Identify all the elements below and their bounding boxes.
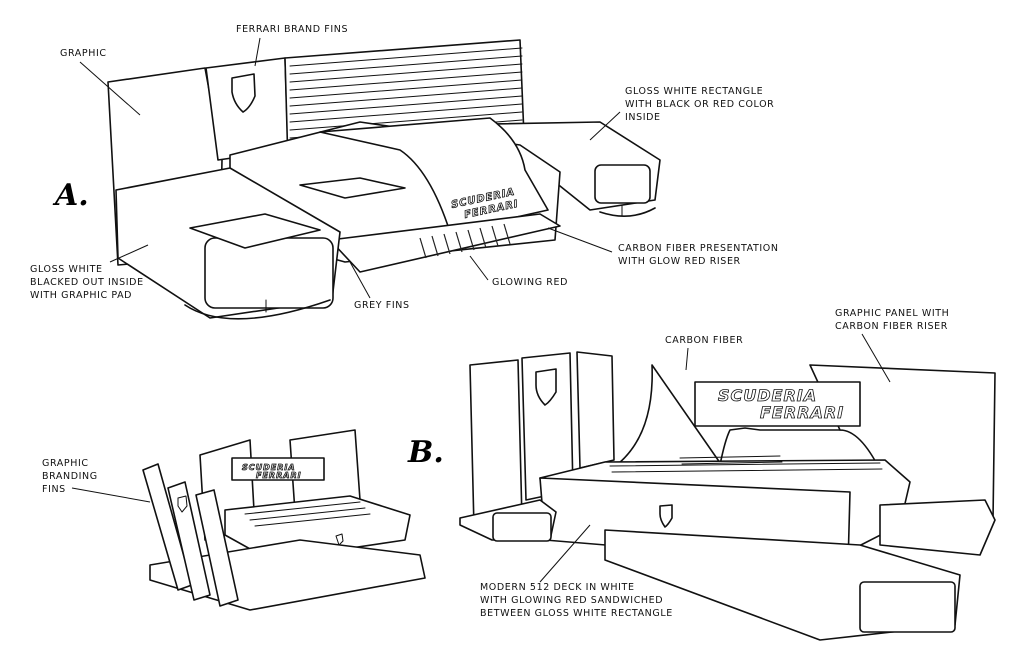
callout-graphic-branding-1: GRAPHIC xyxy=(42,458,89,469)
center-graphic-pad xyxy=(299,177,406,199)
large-logo-line1: SCUDERIA xyxy=(718,386,817,405)
callout-gloss-white-blacked-3: WITH GRAPHIC PAD xyxy=(30,290,132,301)
small-shield-icon-2 xyxy=(335,533,344,546)
bottom-base-opening xyxy=(859,581,956,633)
callout-graphic-panel-2: CARBON FIBER RISER xyxy=(835,321,948,332)
callout-gloss-white-blacked-1: GLOSS WHITE xyxy=(30,264,103,275)
deck-stripes xyxy=(609,455,883,473)
callout-graphic: GRAPHIC xyxy=(60,48,107,59)
section-b-small-drawing: SCUDERIA FERRARI xyxy=(142,429,426,611)
callout-ferrari-brand-fins: FERRARI BRAND FINS xyxy=(236,24,348,35)
small-logo-panel xyxy=(231,457,325,481)
callout-carbon-fiber-presentation-2: WITH GLOW RED RISER xyxy=(618,256,741,267)
large-fin-3 xyxy=(576,351,615,469)
callout-gloss-white-rect-1: GLOSS WHITE RECTANGLE xyxy=(625,86,763,97)
callout-gloss-white-rect-3: INSIDE xyxy=(625,112,661,123)
callout-gloss-white-rect-2: WITH BLACK OR RED COLOR xyxy=(625,99,774,110)
section-b-large-drawing: SCUDERIA FERRARI xyxy=(459,351,996,641)
callout-gloss-white-blacked-2: BLACKED OUT INSIDE xyxy=(30,277,144,288)
callout-graphic-panel-1: GRAPHIC PANEL WITH xyxy=(835,308,949,319)
section-a-drawing: SCUDERIA FERRARI xyxy=(107,39,661,320)
callout-modern-deck-3: BETWEEN GLOSS WHITE RECTANGLE xyxy=(480,608,673,619)
left-base-plate xyxy=(184,299,331,320)
right-rectangle-opening xyxy=(594,164,651,204)
callout-modern-deck-1: MODERN 512 DECK IN WHITE xyxy=(480,582,635,593)
small-logo-line2: FERRARI xyxy=(256,471,302,480)
left-stand-opening xyxy=(492,512,552,542)
callout-graphic-branding-3: FINS xyxy=(42,484,66,495)
callout-carbon-fiber-presentation-1: CARBON FIBER PRESENTATION xyxy=(618,243,779,254)
section-b-callouts: GRAPHIC PANEL WITH CARBON FIBER RISER CA… xyxy=(480,308,949,619)
small-fin-2 xyxy=(167,481,211,601)
section-a-label: A. xyxy=(52,178,89,213)
section-b-label: B. xyxy=(407,435,444,470)
left-graphic-pad xyxy=(189,213,321,249)
small-logo-line1: SCUDERIA xyxy=(242,463,296,472)
callout-grey-fins: GREY FINS xyxy=(354,300,410,311)
left-rectangle-opening xyxy=(204,237,334,309)
large-logo-line2: FERRARI xyxy=(760,403,844,422)
large-logo-panel xyxy=(694,381,861,427)
callout-glowing-red: GLOWING RED xyxy=(492,277,568,288)
callout-carbon-fiber: CARBON FIBER xyxy=(665,335,743,346)
large-fin-1 xyxy=(469,359,523,529)
section-a-callouts: GRAPHIC FERRARI BRAND FINS GLOSS WHITE R… xyxy=(30,24,779,311)
glowing-red-base xyxy=(329,213,561,273)
small-shield-icon xyxy=(177,495,188,513)
shield-icon xyxy=(231,73,256,113)
callout-graphic-branding-2: BRANDING xyxy=(42,471,98,482)
right-side-stand xyxy=(879,499,996,556)
deck-shield-icon xyxy=(659,504,673,528)
small-fin-3 xyxy=(195,489,239,607)
grey-fins-row xyxy=(419,223,511,259)
large-shield-icon xyxy=(535,368,557,406)
right-base-plate xyxy=(599,207,656,217)
small-deck-stripes xyxy=(244,501,371,527)
callout-modern-deck-2: WITH GLOWING RED SANDWICHED xyxy=(480,595,663,606)
